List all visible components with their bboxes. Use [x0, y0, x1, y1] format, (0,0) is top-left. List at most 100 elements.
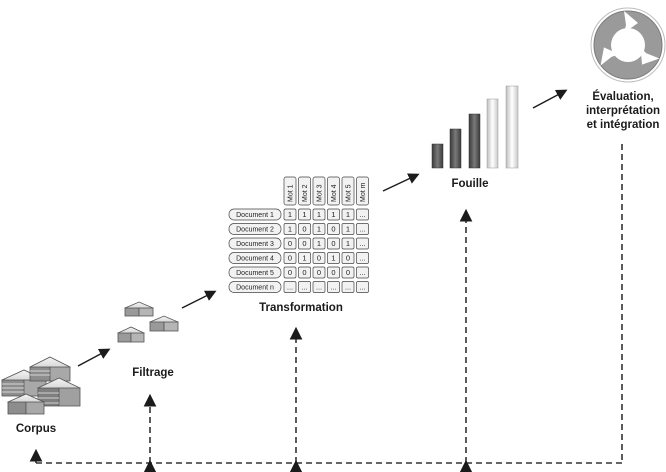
matrix-cell-value: 0: [331, 225, 335, 234]
matrix-cell-value: 0: [288, 268, 292, 277]
matrix-cell-box: [327, 208, 340, 221]
matrix-cell-box: [312, 223, 326, 235]
forward-arrows: [77, 89, 568, 367]
matrix-cell-value: ...: [359, 225, 365, 234]
matrix-column-header-box: [327, 176, 340, 206]
matrix-cell-box: [327, 266, 340, 279]
matrix-cell-box: [312, 208, 326, 221]
matrix-column-header: Mot 2: [302, 184, 309, 202]
matrix-cell-box: [298, 266, 311, 279]
matrix-cell-value: ...: [301, 283, 307, 292]
matrix-column-header-box: [298, 176, 311, 206]
matrix-cell-value: 1: [317, 225, 321, 234]
matrix-column-header: Mot 5: [346, 184, 353, 202]
matrix-cell-value: ...: [345, 283, 351, 292]
matrix-cell-box: [312, 237, 326, 250]
matrix-cell-box: [341, 281, 355, 293]
matrix-column-header-box: [356, 176, 369, 206]
matrix-cell-value: 1: [302, 210, 306, 219]
matrix-cell-value: 1: [317, 210, 321, 219]
matrix-cell-value: ...: [359, 210, 365, 219]
matrix-cell-box: [283, 281, 297, 293]
matrix-cell-value: 1: [317, 239, 321, 248]
cycle-arrows-icon: [590, 7, 666, 83]
matrix-row-label: Document 3: [236, 241, 274, 248]
document-stack-icon: [1, 356, 81, 415]
matrix-cell-value: 0: [302, 239, 306, 248]
matrix-column-header-box: [312, 176, 326, 206]
matrix-cell-value: 0: [317, 254, 321, 263]
matrix-column-header: Mot 3: [317, 184, 324, 202]
matrix-cell-box: [312, 252, 326, 264]
matrix-row-label-box: [228, 281, 282, 293]
matrix-cell-box: [283, 208, 297, 221]
matrix-column-header: Mot 4: [331, 184, 338, 202]
matrix-cell-box: [283, 266, 297, 279]
stage-label-evaluation: Évaluation, interprétation et intégratio…: [585, 91, 661, 131]
matrix-cell-box: [298, 237, 311, 250]
matrix-cell-box: [312, 281, 326, 293]
matrix-row-label: Document 4: [236, 256, 274, 263]
matrix-cell-box: [312, 266, 326, 279]
matrix-row-label-box: [228, 208, 282, 221]
stage-label-corpus: Corpus: [15, 423, 57, 435]
matrix-cell-box: [327, 281, 340, 293]
matrix-cell-box: [341, 208, 355, 221]
matrix-cell-value: 1: [302, 254, 306, 263]
matrix-cell-box: [327, 237, 340, 250]
matrix-cell-box: [356, 281, 369, 293]
matrix-cell-value: 1: [331, 254, 335, 263]
matrix-cell-value: ...: [316, 283, 322, 292]
arrow-fouille-to-evaluation: [532, 89, 568, 109]
matrix-cell-box: [341, 237, 355, 250]
stage-label-filtrage: Filtrage: [132, 367, 174, 379]
matrix-cell-value: 0: [288, 239, 292, 248]
matrix-cell-value: 1: [346, 239, 350, 248]
arrow-transformation-to-fouille: [382, 173, 420, 192]
matrix-cell-box: [298, 252, 311, 264]
bar-chart-icon: [431, 85, 519, 169]
matrix-cell-value: 1: [346, 225, 350, 234]
matrix-cell-box: [327, 252, 340, 264]
feedback-loop: [29, 144, 623, 472]
matrix-column-header-box: [283, 176, 297, 206]
matrix-row-label: Document 2: [236, 227, 274, 234]
matrix-cell-value: ...: [359, 268, 365, 277]
matrix-cell-box: [356, 266, 369, 279]
matrix-row-label-box: [228, 266, 282, 279]
matrix-cell-box: [283, 223, 297, 235]
matrix-cell-value: 1: [288, 225, 292, 234]
arrow-corpus-to-filtrage: [77, 348, 111, 367]
matrix-cell-box: [356, 223, 369, 235]
matrix-row-label-box: [228, 223, 282, 235]
matrix-cell-box: [298, 223, 311, 235]
matrix-cell-box: [298, 208, 311, 221]
matrix-row-label: Document n: [236, 285, 274, 292]
filtered-documents-icon: [117, 301, 180, 343]
matrix-column-header: Mot m: [360, 182, 367, 202]
matrix-cell-value: ...: [287, 283, 293, 292]
stage-label-transformation: Transformation: [259, 302, 343, 314]
matrix-cell-box: [341, 266, 355, 279]
matrix-cell-box: [283, 252, 297, 264]
matrix-cell-value: ...: [330, 283, 336, 292]
matrix-cell-value: 0: [346, 268, 350, 277]
matrix-cell-value: ...: [359, 239, 365, 248]
matrix-row-label-box: [228, 252, 282, 264]
matrix-cell-value: 0: [302, 268, 306, 277]
matrix-cell-box: [327, 223, 340, 235]
matrix-row-label-box: [228, 237, 282, 250]
matrix-cell-box: [298, 281, 311, 293]
matrix-cell-value: 0: [331, 239, 335, 248]
matrix-cell-box: [356, 208, 369, 221]
matrix-cell-value: 0: [346, 254, 350, 263]
arrow-filtrage-to-transformation: [181, 290, 217, 309]
matrix-cell-value: ...: [359, 283, 365, 292]
matrix-cell-value: ...: [359, 254, 365, 263]
matrix-cell-box: [341, 223, 355, 235]
matrix-cell-box: [356, 237, 369, 250]
matrix-column-header: Mot 1: [288, 184, 295, 202]
